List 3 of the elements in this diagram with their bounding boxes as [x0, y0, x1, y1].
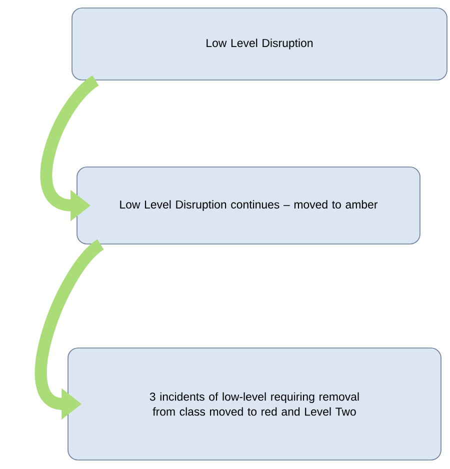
process-box: 3 incidents of low-level requiring removal from class moved to red and Level Two [68, 348, 442, 460]
process-box: Low Level Disruption [72, 8, 448, 80]
process-box: Low Level Disruption continues – moved to amber [76, 166, 420, 244]
